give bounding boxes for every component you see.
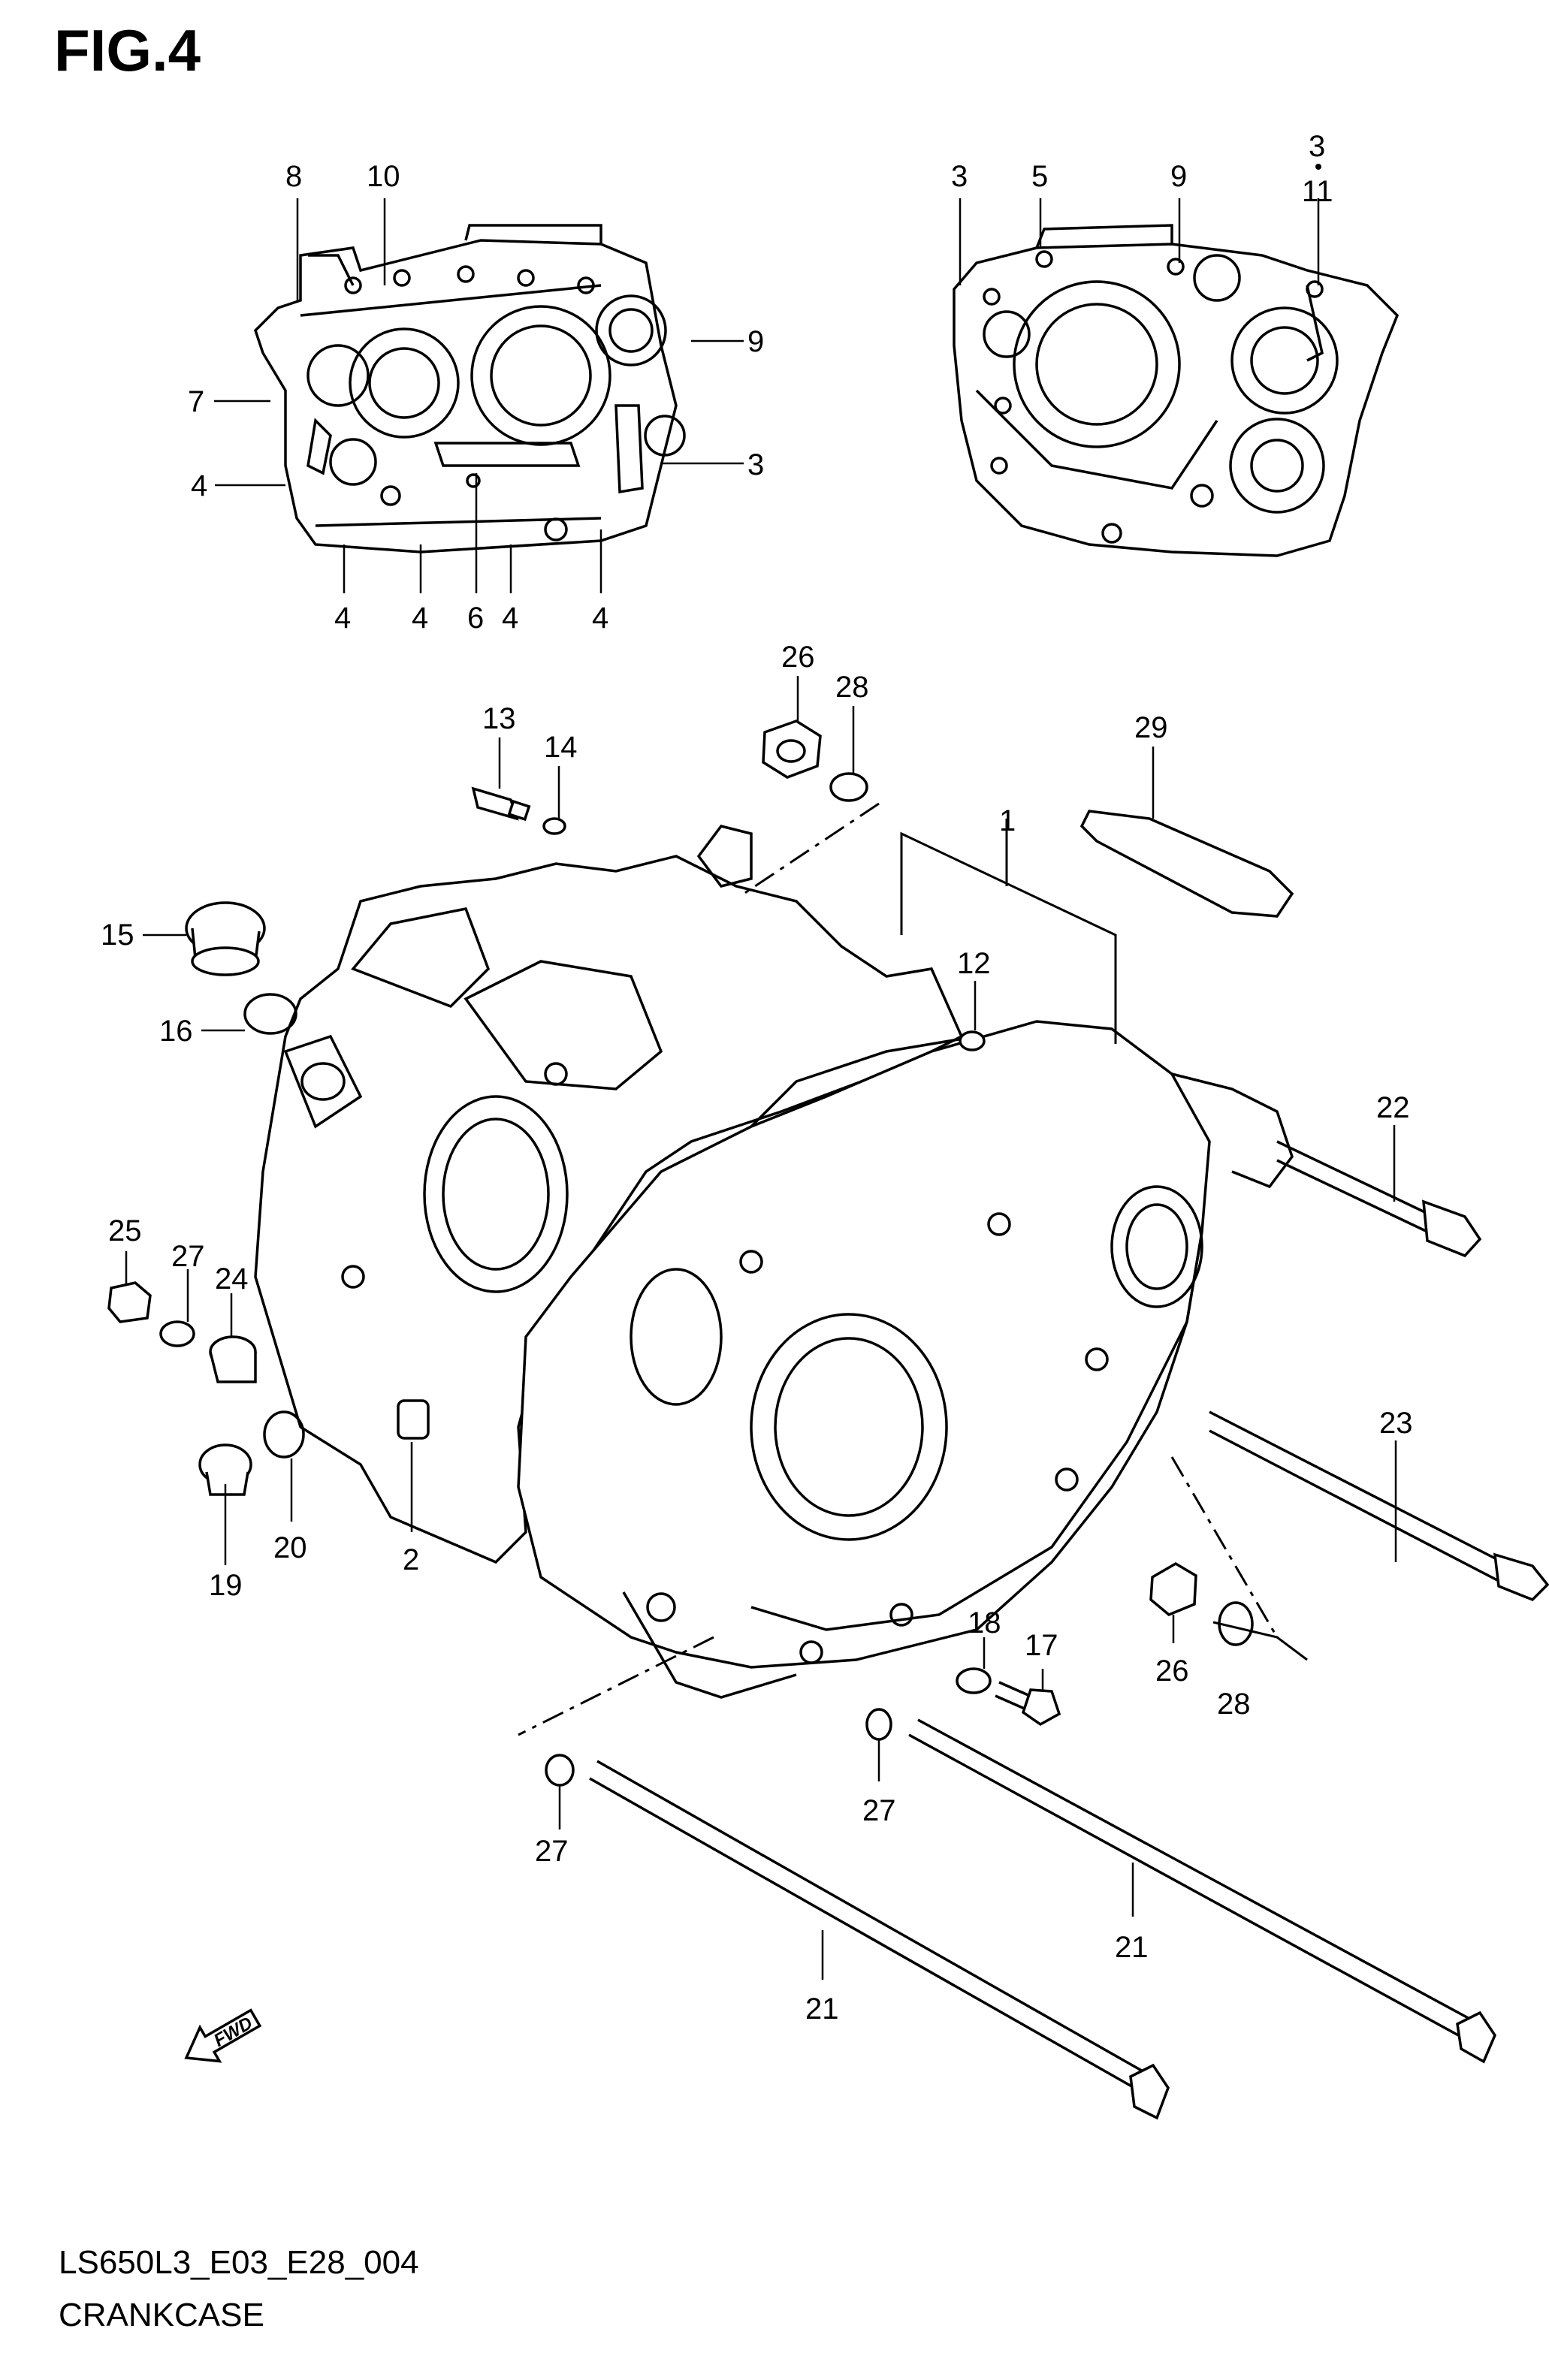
part-15-filler-cap xyxy=(185,901,266,976)
part-26-nut-top xyxy=(762,719,822,779)
callout-4: 4 xyxy=(334,602,351,635)
part-29-cover xyxy=(1079,810,1294,918)
part-28-washer-top xyxy=(829,772,868,802)
callout-4: 4 xyxy=(502,602,518,635)
callout-21: 21 xyxy=(805,1992,839,2026)
fwd-direction-arrow: FWD xyxy=(184,2008,262,2063)
callout-26: 26 xyxy=(1155,1655,1189,1688)
callout-28: 28 xyxy=(835,671,869,704)
part-16-o-ring xyxy=(243,993,297,1035)
callout-9: 9 xyxy=(1170,160,1187,193)
callout-9: 9 xyxy=(747,325,764,358)
callout-19: 19 xyxy=(209,1569,243,1602)
callout-8: 8 xyxy=(285,160,302,193)
part-14-washer xyxy=(542,817,566,835)
part-17-bolt xyxy=(995,1681,1061,1727)
diagram-name: CRANKCASE xyxy=(59,2297,264,2333)
figure-title: FIG.4 xyxy=(54,17,201,83)
callout-26: 26 xyxy=(781,641,815,674)
callout-12: 12 xyxy=(957,947,991,980)
callout-6: 6 xyxy=(467,602,484,635)
part-13-fitting xyxy=(471,786,531,822)
diagram-code: LS650L3_E03_E28_004 xyxy=(59,2244,419,2281)
left-crankcase-half-view xyxy=(253,224,686,554)
callout-27: 27 xyxy=(171,1240,205,1273)
leader-lines xyxy=(125,198,1397,1980)
part-24-plug xyxy=(209,1335,257,1383)
part-27-washer-bottom xyxy=(545,1754,575,1787)
callout-23: 23 xyxy=(1379,1407,1413,1440)
callout-25: 25 xyxy=(108,1214,142,1247)
part-12-dowel xyxy=(959,1030,986,1051)
part-27-washer-mid xyxy=(865,1708,892,1741)
callout-1: 1 xyxy=(999,804,1016,837)
callout-7: 7 xyxy=(188,385,204,418)
callout-dot xyxy=(1315,164,1321,170)
part-19-drain-plug xyxy=(198,1443,252,1496)
callout-4: 4 xyxy=(191,469,207,502)
fwd-label: FWD xyxy=(210,2013,256,2051)
callout-3: 3 xyxy=(747,448,764,481)
alignment-line-left xyxy=(518,1636,714,1736)
washer-28-bracket xyxy=(1212,1621,1308,1661)
callout-28: 28 xyxy=(1217,1688,1251,1721)
part-27-washer-left xyxy=(159,1320,195,1347)
callout-3: 3 xyxy=(951,160,968,193)
callout-4: 4 xyxy=(592,602,608,635)
callout-5: 5 xyxy=(1031,160,1048,193)
part-18-washer xyxy=(956,1667,992,1694)
callout-29: 29 xyxy=(1134,711,1168,744)
callout-17: 17 xyxy=(1025,1629,1058,1662)
callout-24: 24 xyxy=(215,1262,249,1296)
part-22-bolt xyxy=(1276,1140,1482,1258)
callout-27: 27 xyxy=(535,1835,569,1868)
callout-10: 10 xyxy=(367,160,400,193)
part-21-stud-b xyxy=(908,1718,1496,2064)
part-23-bolt xyxy=(1209,1410,1549,1602)
callout-4: 4 xyxy=(412,602,428,635)
part-26-nut-right xyxy=(1149,1561,1197,1617)
right-crankcase-half-view xyxy=(953,224,1400,557)
part-25-plug xyxy=(107,1281,152,1323)
callout-20: 20 xyxy=(273,1531,307,1564)
bracket-part-1 xyxy=(900,819,1117,1044)
callout-18: 18 xyxy=(968,1606,1001,1639)
callout-2: 2 xyxy=(403,1543,419,1576)
part-20-gasket xyxy=(263,1410,305,1458)
callout-14: 14 xyxy=(544,731,578,764)
callout-labels: 8 10 7 4 9 3 4 4 6 4 4 3 5 9 3 11 26 28 … xyxy=(101,130,1413,2026)
part-21-stud-a xyxy=(589,1760,1170,2120)
callout-13: 13 xyxy=(482,702,516,735)
callout-22: 22 xyxy=(1376,1091,1410,1124)
alignment-line-right xyxy=(1170,1456,1279,1638)
crankcase-assembly xyxy=(254,825,1294,1699)
callout-21: 21 xyxy=(1115,1931,1149,1964)
callout-16: 16 xyxy=(159,1015,193,1048)
callout-3: 3 xyxy=(1309,130,1325,163)
callout-11: 11 xyxy=(1302,175,1333,208)
callout-27: 27 xyxy=(862,1794,896,1827)
alignment-line-top xyxy=(743,802,880,895)
callout-15: 15 xyxy=(101,919,134,952)
